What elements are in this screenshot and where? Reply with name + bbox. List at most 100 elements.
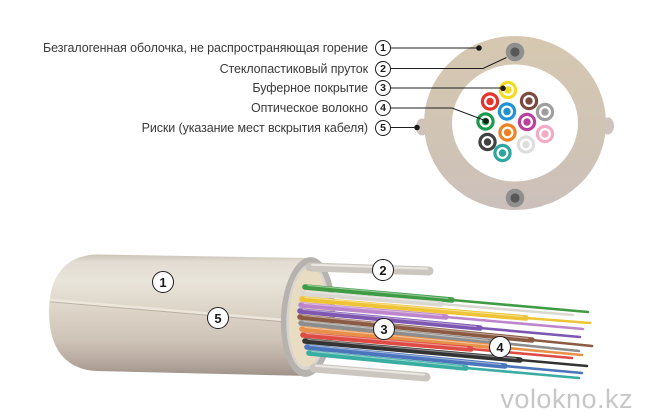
strength-member-bottom-core	[510, 193, 520, 203]
label-optical-fiber: Оптическое волокно	[0, 101, 368, 115]
cable-fiber-orange-tube	[299, 326, 500, 350]
leader-dot-1	[476, 45, 482, 51]
cable-fiber-green-strand	[450, 298, 590, 314]
cable-fiber-green-tube	[302, 284, 455, 303]
cs-fiber-black	[478, 132, 497, 152]
label-rip-marks-text: Риски (указание мест вскрытия кабеля)	[141, 120, 368, 135]
leader-lines	[391, 47, 507, 129]
cable-fiber-orange	[299, 326, 584, 357]
cs-fiber-white-core	[522, 140, 530, 149]
cable-fiber-blue-tube	[304, 344, 508, 369]
jacket-inner	[452, 64, 578, 182]
cable-fiber-black	[302, 338, 589, 368]
cable-fiber-orange-highlight	[304, 326, 494, 346]
cable-fiber-rose-highlight	[303, 302, 443, 316]
cable-fiber-slate-highlight	[303, 320, 489, 341]
cable-fiber-slate-tube	[298, 320, 495, 345]
cable-fiber-aqua-highlight	[311, 350, 463, 367]
cs-fiber-rose-core	[541, 130, 549, 138]
marker-buffer-coating: 3	[373, 318, 395, 340]
cs-fiber-orange-core	[503, 128, 512, 137]
cable-fiber-aqua-strand	[464, 366, 581, 380]
cs-fiber-white	[516, 135, 536, 154]
cs-fiber-aqua-core	[498, 149, 507, 157]
label-optical-fiber-text: Оптическое волокно	[251, 101, 368, 115]
cs-fiber-violet-core	[523, 118, 531, 126]
cs-fiber-yellow	[498, 80, 518, 100]
cable-fiber-aqua-tube	[306, 350, 469, 371]
cable-fiber-blue-highlight	[309, 344, 502, 365]
leader-line-2	[391, 57, 507, 70]
legend-number-3: 3	[375, 80, 391, 96]
label-jacket-text: Безгалогенная оболочка, не распространяю…	[43, 41, 368, 55]
strength-rod-top-body	[305, 262, 434, 276]
cs-fiber-red	[480, 92, 500, 111]
cable-fiber-black-highlight	[307, 338, 517, 359]
cable-fiber-white-highlight	[305, 290, 438, 303]
leader-dot-3	[500, 85, 506, 92]
cable-fiber-blue	[304, 344, 584, 375]
cable-fiber-red	[300, 332, 574, 360]
cs-fiber-blue-core	[503, 107, 511, 116]
strength-rod-bottom	[309, 363, 431, 382]
legend-number-4: 4	[375, 100, 391, 116]
cable-fiber-aqua	[306, 350, 581, 380]
cs-fiber-aqua	[493, 143, 512, 163]
strength-rod-bottom-body	[309, 363, 431, 382]
cable-fiber-brown-highlight	[302, 314, 529, 339]
cable-fiber-red-strand	[469, 347, 574, 360]
cable-fiber-red-tube	[300, 332, 474, 352]
cs-fiber-slate	[535, 102, 555, 122]
cs-fiber-violet	[517, 112, 537, 132]
cable-fiber-yellow	[299, 296, 592, 325]
cable-fiber-green-highlight	[307, 284, 449, 299]
marker-optical-fiber: 4	[489, 336, 511, 358]
cable-fiber-white-tube	[300, 290, 444, 307]
label-buffer-coating: Буферное покрытие	[0, 81, 368, 95]
fiber-bundle	[476, 80, 555, 163]
watermark: volokno.kz	[500, 384, 633, 414]
strength-rod-top	[305, 262, 434, 276]
cable-fiber-violet-strand	[478, 326, 582, 339]
cable-fiber-orange-strand	[495, 345, 584, 357]
fiber-fan	[297, 284, 594, 380]
cross-section	[416, 36, 614, 210]
cable-jacket-body	[49, 254, 309, 376]
strength-rod-top-highlight	[311, 263, 428, 270]
legend-number-2: 2	[375, 60, 391, 77]
strength-member-top-core	[510, 47, 520, 57]
cable-3d	[49, 254, 594, 382]
cable-fiber-yellow-tube	[299, 296, 529, 321]
label-strength-rod-text: Стеклопастиковый пруток	[219, 61, 369, 76]
marker-strength-rod: 2	[372, 259, 394, 281]
cable-fiber-blue-strand	[503, 364, 584, 375]
cs-fiber-yellow-core	[504, 86, 512, 94]
cable-fiber-black-strand	[518, 358, 589, 368]
cable-fiber-rose	[298, 302, 585, 331]
cable-fiber-yellow-highlight	[304, 296, 523, 317]
marker-jacket: 1	[152, 271, 174, 293]
cs-fiber-brown-core	[525, 97, 533, 105]
label-jacket: Безгалогенная оболочка, не распространяю…	[0, 41, 368, 55]
leader-dot-5	[414, 124, 420, 131]
legend-number-5: 5	[375, 119, 391, 136]
label-rip-marks: Риски (указание мест вскрытия кабеля)	[0, 121, 368, 135]
cable-fiber-green	[302, 284, 590, 314]
rip-mark-shadow	[49, 301, 297, 324]
label-buffer-coating-text: Буферное покрытие	[252, 81, 368, 95]
rip-mark-line	[49, 298, 297, 323]
cable-fiber-rose-tube	[298, 302, 449, 320]
cs-fiber-blue	[497, 102, 517, 121]
cs-fiber-red-core	[486, 97, 494, 106]
cable-fiber-yellow-strand	[524, 316, 592, 325]
cable-fiber-white-strand	[439, 302, 575, 317]
leader-dots	[414, 45, 506, 131]
leader-line-4	[391, 107, 486, 122]
cable-fiber-white	[300, 290, 575, 317]
marker-rip-marks: 5	[207, 307, 229, 329]
cable-fiber-violet-highlight	[302, 308, 477, 327]
cable-fiber-brown	[297, 314, 594, 348]
cs-fiber-rose	[535, 124, 555, 144]
